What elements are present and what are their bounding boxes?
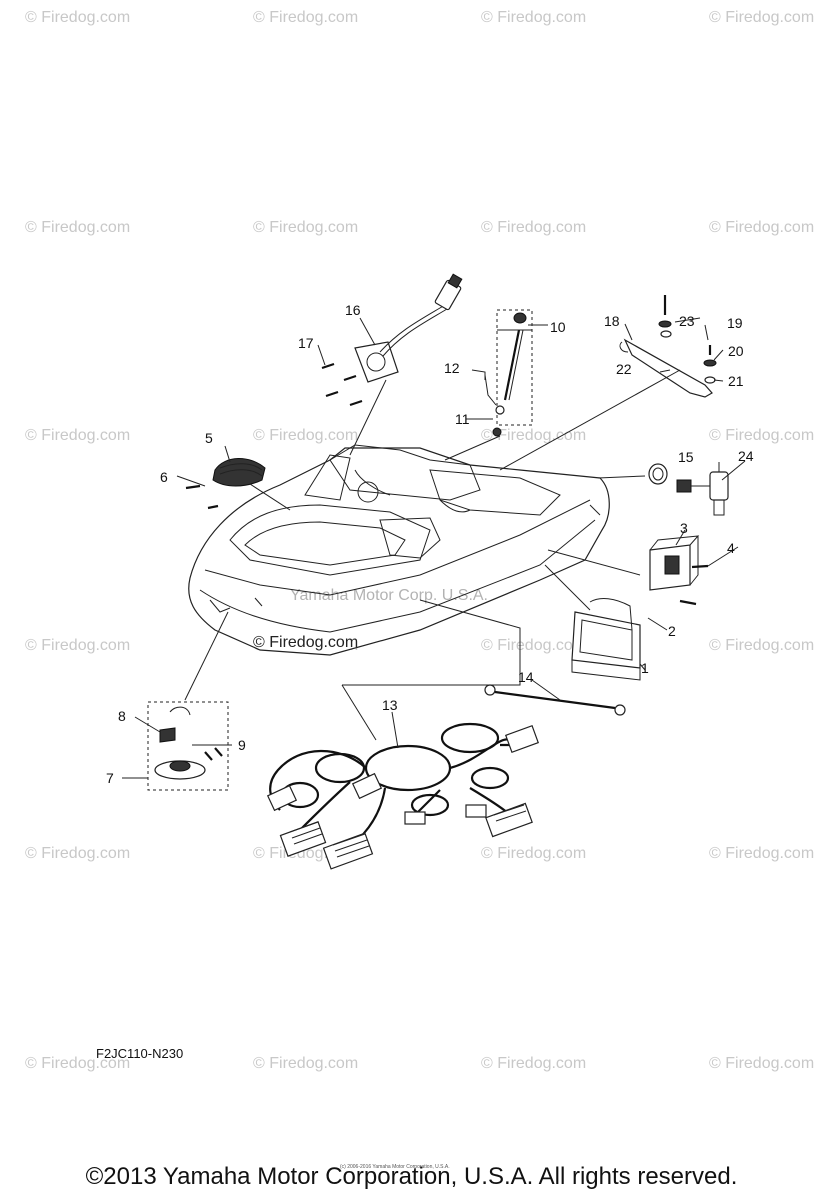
watermark-text: © Firedog.com <box>25 637 130 654</box>
callout-14: 14 <box>518 669 534 685</box>
callout-22: 22 <box>616 361 632 377</box>
part-10-box <box>484 309 533 437</box>
watermark-text: © Firedog.com <box>709 427 814 444</box>
watermark-text: © Firedog.com <box>709 1055 814 1072</box>
watermark-text: © Firedog.com <box>481 9 586 26</box>
watermark-text: © Firedog.com <box>481 845 586 862</box>
callout-15: 15 <box>678 449 694 465</box>
copyright-notice: ©2013 Yamaha Motor Corporation, U.S.A. A… <box>85 1163 738 1190</box>
tiny-credit: (c) 2006-2016 Yamaha Motor Corporation, … <box>340 1164 450 1170</box>
watermark-text: © Firedog.com <box>25 845 130 862</box>
callout-1: 1 <box>641 660 649 676</box>
callout-12: 12 <box>444 360 460 376</box>
callout-4: 4 <box>727 540 735 556</box>
callout-20: 20 <box>728 343 744 359</box>
callout-5: 5 <box>205 430 213 446</box>
part-24-sensor <box>676 462 729 516</box>
callout-16: 16 <box>345 302 361 318</box>
watermark-text: © Firedog.com <box>709 9 814 26</box>
callouts: 1 2 3 4 5 6 7 8 9 10 11 12 13 14 15 16 1… <box>106 302 754 786</box>
inner-watermark: Yamaha Motor Corp. U.S.A. <box>290 587 488 604</box>
watermark-text: © Firedog.com <box>481 637 586 654</box>
part-16-plate <box>354 273 463 383</box>
part-1-tray <box>571 598 641 681</box>
watermark-text: © Firedog.com <box>253 427 358 444</box>
watermark-text: © Firedog.com <box>253 9 358 26</box>
watermark-text: © Firedog.com <box>709 637 814 654</box>
callout-7: 7 <box>106 770 114 786</box>
callout-19: 19 <box>727 315 743 331</box>
watermark-text: © Firedog.com <box>253 219 358 236</box>
watermark-text: © Firedog.com <box>25 9 130 26</box>
part-18-bracket <box>619 295 717 398</box>
diagram-watermark: © Firedog.com <box>253 634 358 651</box>
part-14-cable <box>484 684 626 716</box>
callout-13: 13 <box>382 697 398 713</box>
watermark-text: © Firedog.com <box>25 219 130 236</box>
part-17-screws <box>321 362 363 407</box>
callout-23: 23 <box>679 313 695 329</box>
callout-18: 18 <box>604 313 620 329</box>
callout-21: 21 <box>728 373 744 389</box>
callout-11: 11 <box>455 411 470 427</box>
callout-8: 8 <box>118 708 126 724</box>
callout-17: 17 <box>298 335 314 351</box>
part-13-harness <box>266 722 540 870</box>
watermark-text: © Firedog.com <box>481 219 586 236</box>
part-code: F2JC110-N230 <box>96 1046 183 1061</box>
boat-hull <box>188 444 610 656</box>
leader-lines <box>122 317 746 779</box>
watermark-text: © Firedog.com <box>709 845 814 862</box>
callout-24: 24 <box>738 448 754 464</box>
part-15-ring <box>648 463 668 485</box>
callout-6: 6 <box>160 469 168 485</box>
watermark-text: © Firedog.com <box>709 219 814 236</box>
watermark-text: © Firedog.com <box>253 1055 358 1072</box>
watermark-text: © Firedog.com <box>481 427 586 444</box>
watermark-text: © Firedog.com <box>25 427 130 444</box>
callout-10: 10 <box>550 319 566 335</box>
callout-2: 2 <box>668 623 676 639</box>
part-5-speaker <box>185 458 266 510</box>
part-3-module <box>649 535 709 606</box>
callout-9: 9 <box>238 737 246 753</box>
callout-3: 3 <box>680 520 688 536</box>
part-7-box <box>147 701 229 791</box>
watermark-text: © Firedog.com <box>481 1055 586 1072</box>
watermark-text: © Firedog.com <box>25 1055 130 1072</box>
